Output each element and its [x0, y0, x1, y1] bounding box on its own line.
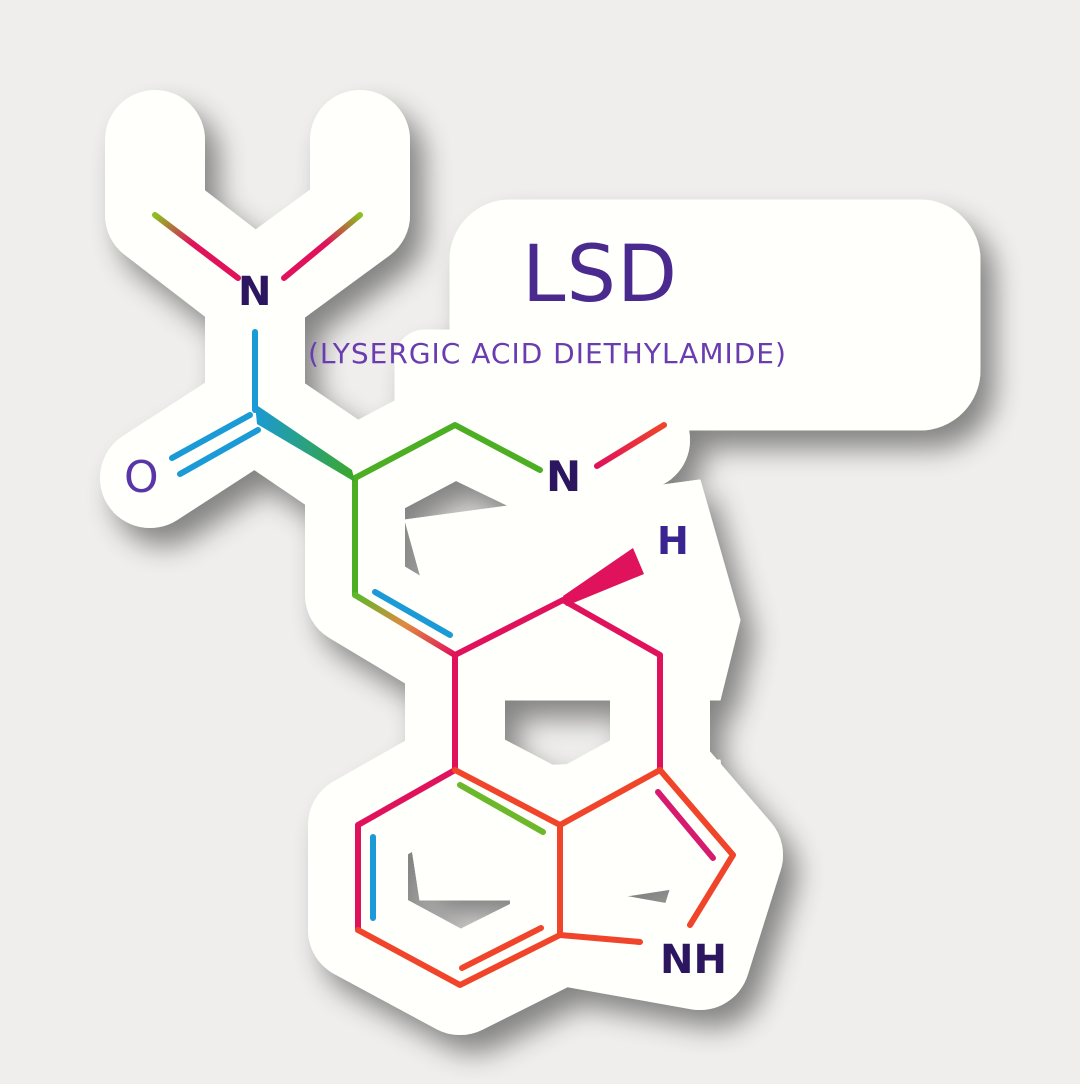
- molecule-title: LSD: [522, 230, 679, 320]
- pyrrole-bonds-right: [657, 767, 736, 928]
- pyrrole-bond-bottom: [557, 932, 643, 945]
- bonds: [152, 125, 736, 988]
- carbonyl-bond-2: [177, 427, 261, 477]
- atom-amide-n: N: [238, 269, 272, 315]
- stereo-wedge-carbonyl: [255, 404, 355, 482]
- ethyl-right-n-bond: [281, 212, 363, 281]
- molecule-subtitle: (LYSERGIC ACID DIETHYLAMIDE): [308, 337, 787, 370]
- benzene-bond-upper-left: [355, 767, 458, 933]
- benzene-inner-green: [457, 782, 546, 835]
- stereo-wedge-h: [563, 548, 644, 606]
- ethyl-left-n-bond: [152, 212, 241, 281]
- carbonyl-bond-1: [169, 412, 253, 461]
- atom-indole-nh: NH: [660, 937, 727, 983]
- atom-hydrogen: H: [657, 519, 689, 563]
- atom-oxygen: O: [124, 452, 159, 503]
- benzene-inner-red: [459, 925, 544, 971]
- ring-c-bonds: [452, 597, 663, 773]
- pyrrole-inner-magenta: [655, 789, 716, 861]
- ring-top-bond: [352, 422, 543, 481]
- n-methyl-bond: [594, 422, 667, 469]
- ring-double-bond-inner: [372, 589, 453, 638]
- ring-double-bond: [352, 592, 458, 658]
- pyrrole-bond-top: [557, 767, 663, 828]
- atom-ring-n: N: [546, 452, 582, 501]
